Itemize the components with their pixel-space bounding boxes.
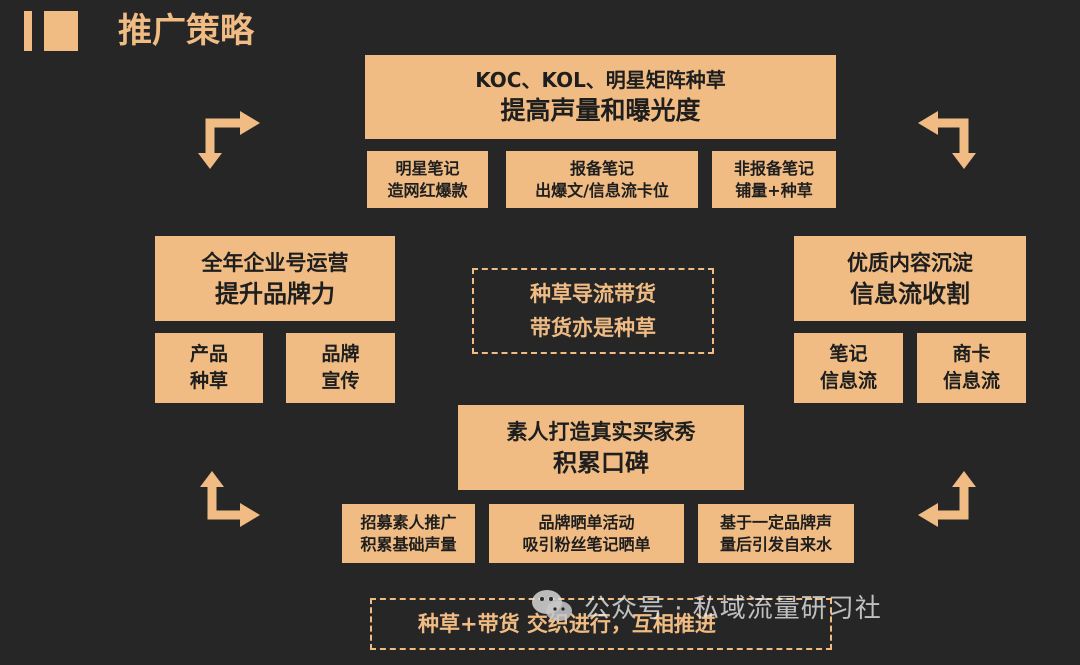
wechat-icon [532,590,572,621]
right-main-box: 优质内容沉淀 信息流收割 [794,236,1026,321]
bottom-sub-2-line2: 吸引粉丝笔记晒单 [522,534,651,554]
bottom-sub-box-1: 招募素人推广 积累基础声量 [342,504,475,563]
top-sub-3-line2: 铺量+种草 [735,180,813,200]
top-sub-1-line1: 明星笔记 [395,158,460,178]
left-sub-2-line2: 宣传 [321,370,360,392]
left-main-line1: 全年企业号运营 [201,250,349,275]
right-main-line1: 优质内容沉淀 [847,250,973,275]
bottom-sub-1-line2: 积累基础声量 [360,534,457,554]
title-bar-thin [24,11,32,51]
top-sub-3-line1: 非报备笔记 [733,158,814,178]
right-sub-2-line1: 商卡 [952,343,991,365]
center-line2: 带货亦是种草 [530,316,656,340]
top-sub-box-2: 报备笔记 出爆文/信息流卡位 [506,151,698,208]
left-sub-box-1: 产品 种草 [155,333,263,403]
watermark-text: 公众号 · 私域流量研习社 [584,593,882,624]
left-sub-1-line2: 种草 [189,370,228,392]
right-sub-box-2: 商卡 信息流 [917,333,1026,403]
bottom-main-box: 素人打造真实买家秀 积累口碑 [458,405,744,490]
arrow-bottom-left-icon [200,471,260,527]
arrow-bottom-right-icon [918,471,976,527]
bottom-sub-1-line1: 招募素人推广 [360,512,457,532]
top-sub-2-line2: 出爆文/信息流卡位 [535,180,669,200]
bottom-sub-box-2: 品牌晒单活动 吸引粉丝笔记晒单 [489,504,684,563]
watermark: 公众号 · 私域流量研习社 [530,582,882,630]
bottom-sub-box-3: 基于一定品牌声 量后引发自来水 [698,504,854,563]
top-sub-1-line2: 造网红爆款 [387,180,468,200]
page-title: 推广策略 [118,11,254,51]
right-sub-2-line2: 信息流 [942,370,1000,392]
bottom-main-line1: 素人打造真实买家秀 [506,419,696,444]
left-main-line2: 提升品牌力 [215,279,335,308]
title-bar-thick [44,11,78,51]
bottom-sub-2-line1: 品牌晒单活动 [538,512,635,532]
bottom-sub-3-line2: 量后引发自来水 [719,534,832,554]
center-line1: 种草导流带货 [530,282,656,306]
left-sub-box-2: 品牌 宣传 [286,333,395,403]
right-main-line2: 信息流收割 [850,279,970,308]
center-dashed-box: 种草导流带货 带货亦是种草 [472,268,714,354]
top-main-line1: KOC、KOL、明星矩阵种草 [475,68,726,92]
right-sub-1-line1: 笔记 [829,343,868,365]
bottom-main-line2: 积累口碑 [553,448,649,477]
top-sub-2-line1: 报备笔记 [569,158,634,178]
left-sub-1-line1: 产品 [189,343,228,365]
left-sub-2-line1: 品牌 [321,343,360,365]
top-main-line2: 提高声量和曝光度 [500,96,701,125]
right-sub-box-1: 笔记 信息流 [794,333,903,403]
top-sub-box-3: 非报备笔记 铺量+种草 [712,151,836,208]
right-sub-1-line2: 信息流 [819,370,877,392]
arrow-top-right-icon [918,111,976,169]
arrow-top-left-icon [198,111,260,169]
top-main-box: KOC、KOL、明星矩阵种草 提高声量和曝光度 [365,55,836,139]
top-sub-box-1: 明星笔记 造网红爆款 [367,151,488,208]
bottom-sub-3-line1: 基于一定品牌声 [719,512,832,532]
left-main-box: 全年企业号运营 提升品牌力 [155,236,395,321]
